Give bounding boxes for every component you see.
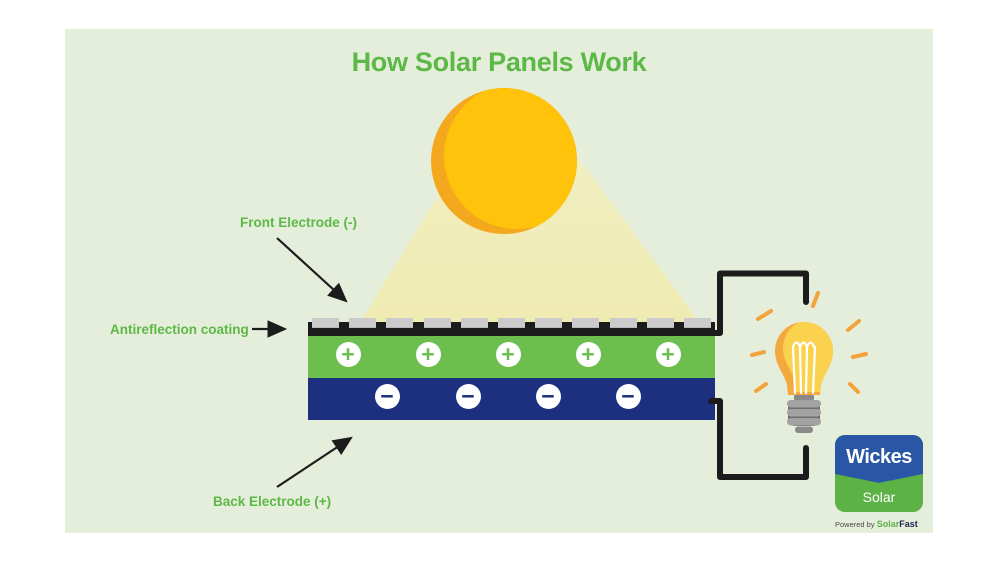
- solar-panel: + + + + + − − − −: [308, 318, 715, 420]
- lightbulb-icon: [750, 291, 868, 433]
- page-title: How Solar Panels Work: [351, 47, 647, 77]
- positive-charge-icon: +: [415, 342, 441, 367]
- coating-tab: [386, 318, 414, 328]
- logo-product-text: Solar: [862, 489, 896, 505]
- coating-tab: [460, 318, 488, 328]
- front-electrode-arrow: [276, 237, 348, 303]
- front-electrode-label: Front Electrode (-): [240, 215, 357, 230]
- positive-layer: + + + + +: [308, 336, 715, 378]
- powered-by-brand: Solar: [876, 519, 900, 529]
- back-electrode-label: Back Electrode (+): [213, 494, 332, 509]
- logo-brand-text: Wickes: [846, 445, 912, 468]
- antireflection-coating-label: Antireflection coating: [110, 322, 249, 337]
- coating-tab: [683, 318, 711, 328]
- positive-charge-icon: +: [495, 342, 521, 367]
- antireflection-coating-tabs: [308, 318, 715, 328]
- negative-charge-icon: −: [374, 384, 400, 409]
- circuit-wire: [708, 270, 809, 480]
- negative-charge-icon: −: [615, 384, 641, 409]
- negative-charge-icon: −: [455, 384, 481, 409]
- powered-by-brand-suffix: Fast: [899, 519, 918, 529]
- lightbulb-base: [787, 395, 821, 433]
- logo-blue-section: Wickes: [835, 435, 923, 483]
- infographic-canvas: How Solar Panels Work: [65, 29, 933, 533]
- coating-tab: [572, 318, 600, 328]
- powered-by-prefix: Powered by: [835, 520, 875, 529]
- front-electrode-bar: [308, 327, 715, 336]
- coating-tab: [423, 318, 451, 328]
- positive-charge-icon: +: [655, 342, 681, 367]
- wickes-solar-logo: Wickes Solar: [835, 435, 923, 512]
- negative-layer: − − − −: [308, 378, 715, 420]
- lightbulb-filament: [791, 341, 817, 395]
- positive-charge-icon: +: [335, 342, 361, 367]
- positive-charge-icon: +: [575, 342, 601, 367]
- back-electrode-arrow: [276, 436, 353, 488]
- coating-tab: [535, 318, 563, 328]
- coating-tab: [497, 318, 525, 328]
- powered-by-line: Powered by SolarFast: [835, 519, 918, 529]
- lightbulb-rays: [750, 291, 868, 394]
- coating-tab: [646, 318, 674, 328]
- coating-tab: [609, 318, 637, 328]
- negative-charge-icon: −: [535, 384, 561, 409]
- coating-tab: [349, 318, 377, 328]
- sun-icon: [431, 88, 577, 234]
- coating-tab: [312, 318, 339, 328]
